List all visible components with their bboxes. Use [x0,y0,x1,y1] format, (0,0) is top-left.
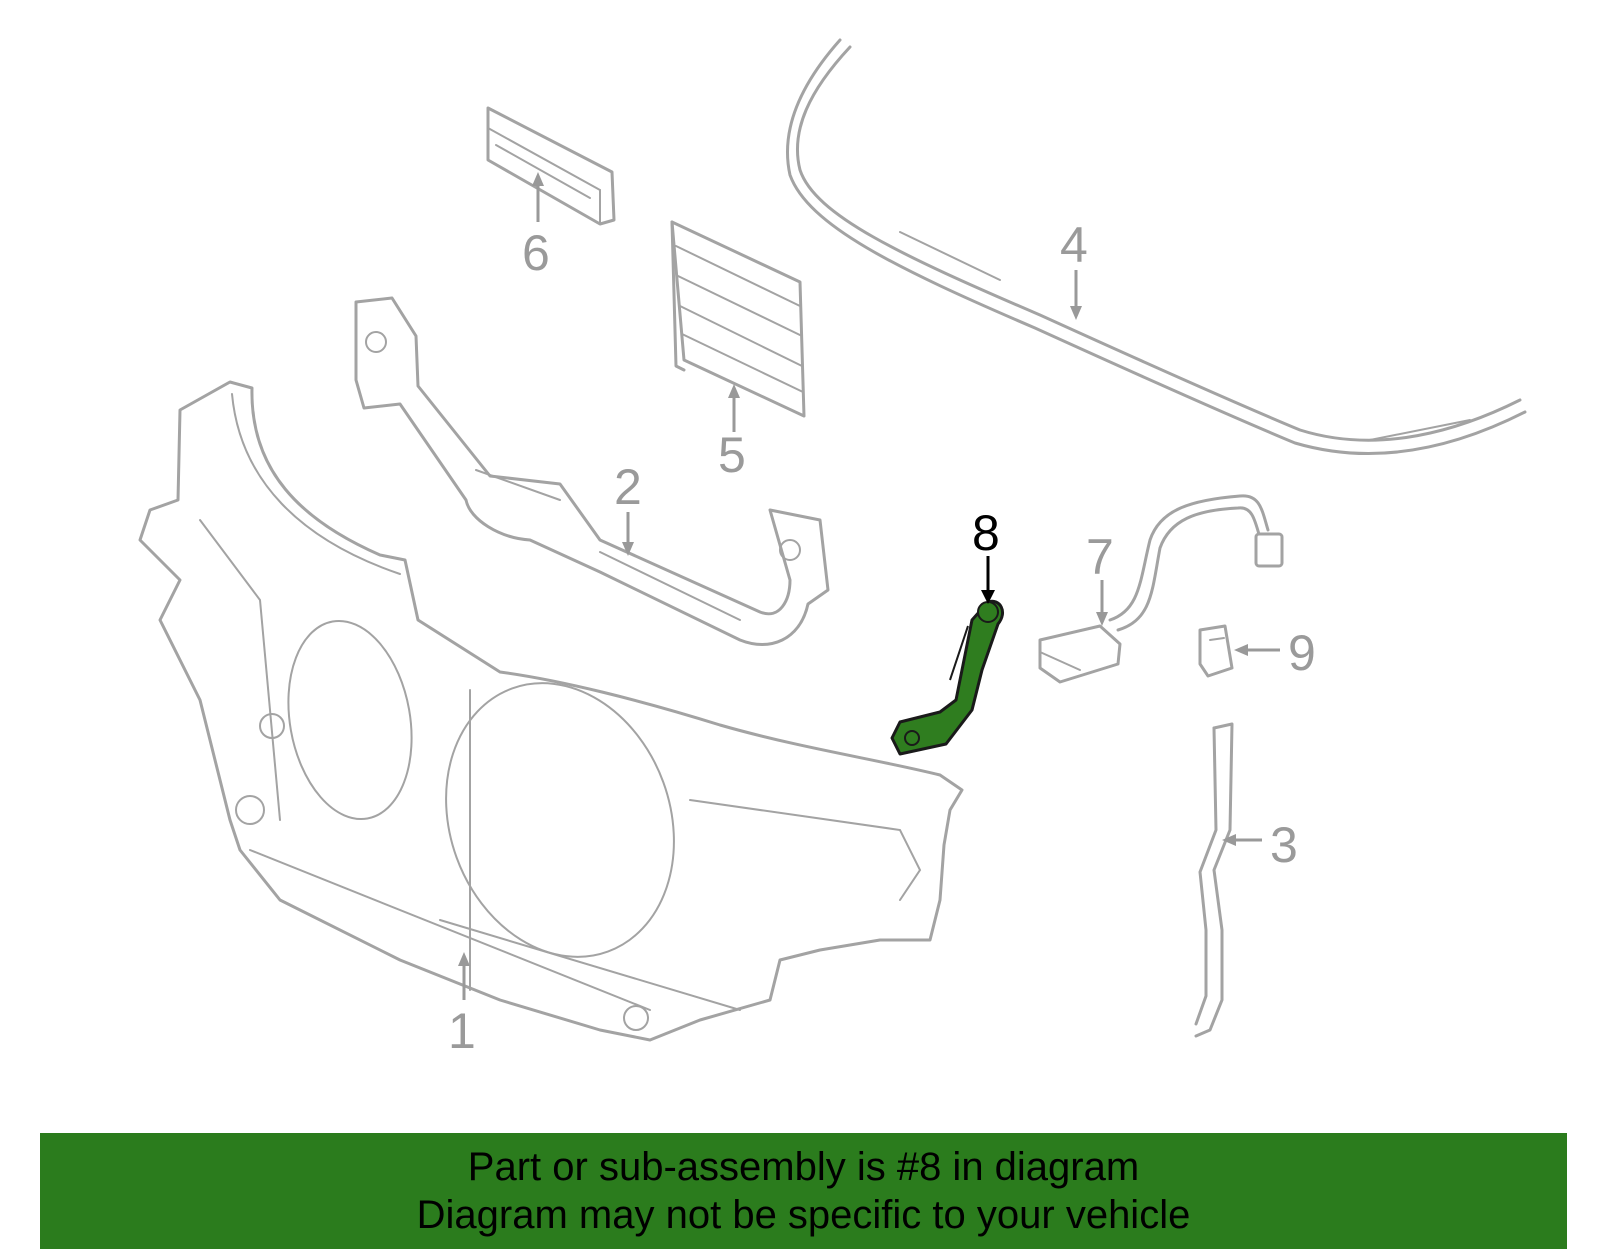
part-1-front-panel [138,380,964,1042]
callout-7: 7 [1086,529,1114,585]
part-7-sensor-cable [1038,494,1284,684]
banner-line-2: Diagram may not be specific to your vehi… [416,1193,1191,1237]
banner-line-1: Part or sub-assembly is #8 in diagram [467,1145,1140,1189]
part-9-clip [1198,624,1234,678]
info-banner: Part or sub-assembly is #8 in diagram Di… [40,1133,1567,1249]
leader-4-arrowhead [1070,306,1082,320]
leader-3-arrowhead [1222,834,1236,846]
callout-9: 9 [1288,625,1316,681]
leader-5-arrowhead [728,384,740,398]
callout-2: 2 [614,459,642,515]
callout-4: 4 [1060,217,1088,273]
part-8-link-rod [890,599,1004,756]
leader-6-arrowhead [532,172,544,186]
leader-7-arrowhead [1096,612,1108,626]
leader-1-arrowhead [458,952,470,966]
callout-6: 6 [522,225,550,281]
leader-2-arrowhead [622,542,634,556]
parts-diagram: 1 2 3 4 5 6 7 8 9 [138,38,1527,1059]
callout-1: 1 [448,1003,476,1059]
part-6-bracket [486,106,616,226]
leader-9-arrowhead [1234,644,1248,656]
callout-8[interactable]: 8 [972,505,1000,561]
callout-3: 3 [1270,817,1298,873]
leader-8-arrowhead [981,590,995,604]
part-4-trim-strip [785,38,1527,456]
callout-5: 5 [718,427,746,483]
part-3-seal-strip [1194,722,1234,1038]
part-5-grille-panel [670,220,806,418]
part-2-support-bar [354,296,830,646]
